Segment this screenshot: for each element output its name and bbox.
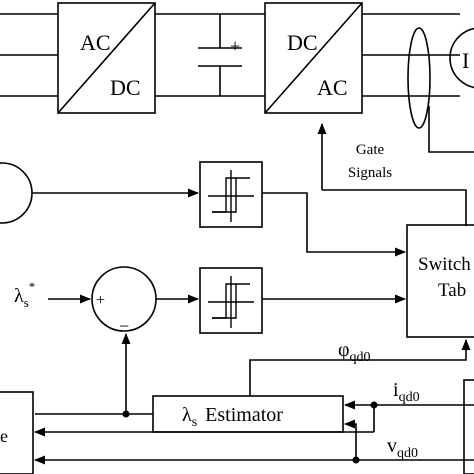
inverter-diagonal: [264, 2, 363, 114]
voltage-to-estimator-arrow: [343, 419, 357, 460]
rectifier-bottom-label: DC: [110, 75, 141, 100]
capacitor-plus-label: +: [230, 36, 240, 56]
voltage-signal-label: vqd0: [387, 435, 418, 461]
inverter-block: [264, 2, 363, 114]
voltage-junction: [352, 456, 360, 464]
torque-summing-junction: [0, 162, 33, 224]
rectifier-top-label: AC: [80, 30, 111, 55]
junction-minus-sign: −: [119, 316, 129, 336]
flux-hysteresis-comparator: [199, 267, 263, 334]
flux-reference-label: λs*: [14, 279, 35, 310]
torque-hysteresis-comparator: [199, 161, 263, 228]
rectifier-diagonal: [57, 2, 156, 114]
current-signal-label: iqd0: [393, 379, 420, 405]
sensor-feedback-line: [428, 106, 474, 153]
inverter-bottom-label: AC: [317, 75, 348, 100]
junction-plus-sign: +: [96, 292, 105, 309]
rectifier-input-lines: [0, 13, 58, 97]
motor-circle: [449, 27, 474, 89]
flux-angle-label: φqd0: [338, 339, 371, 365]
rectifier-block: [57, 2, 156, 114]
flux-feedback-junction: [122, 410, 130, 418]
inverter-top-label: DC: [287, 30, 318, 55]
dc-link-lines: [155, 13, 265, 97]
switching-table-block: [406, 224, 474, 338]
dc-link-capacitor: [198, 47, 242, 67]
left-torque-block: [0, 391, 34, 474]
gate-signal-line: [322, 189, 467, 226]
torque-to-table-arrow: [262, 192, 407, 257]
flux-angle-arrow: [249, 338, 471, 396]
current-sensor-ring: [407, 27, 431, 129]
motor-label: I: [462, 48, 469, 73]
inverter-output-lines: [362, 13, 460, 97]
switching-table-label-line1: Switch: [418, 254, 471, 275]
current-feedback-line: [373, 404, 474, 432]
gate-signals-label-line2: Signals: [348, 165, 392, 181]
gate-signals-label-line1: Gate: [356, 142, 385, 158]
current-junction: [370, 401, 378, 409]
left-block-label: e: [0, 426, 8, 446]
torque-hysteresis-symbol: [208, 170, 254, 222]
switching-table-label-line2: Tab: [438, 280, 466, 301]
right-measurement-block: [463, 379, 474, 474]
flux-hysteresis-symbol: [208, 276, 254, 328]
